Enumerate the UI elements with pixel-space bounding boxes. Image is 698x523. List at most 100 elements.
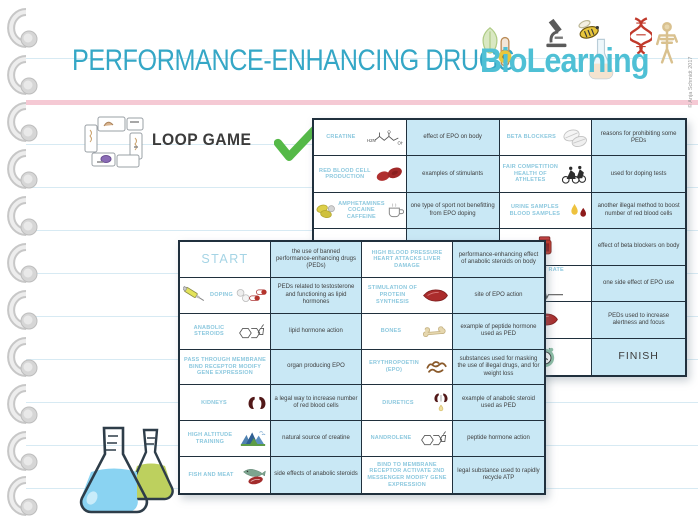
skeleton-icon [656,22,678,71]
question-cell: reasons for prohibiting some PEDs [592,120,685,157]
cell-text: one type of sport not benefitting from E… [410,203,495,217]
term-cell-anabolic-steroids: ANABOLIC STEROIDS [180,313,271,350]
cell-text: CREATINE [326,134,356,141]
question-cell: effect of EPO on body [406,120,500,157]
term-cell-stimulation-of-protein-synthes: STIMULATION OF PROTEIN SYNTHESIS [362,277,453,314]
term-cell-high-blood-pressure-heart-atta: HIGH BLOOD PRESSURE HEART ATTACKS LIVER … [362,242,453,278]
question-cell: PEDs used to increase alertness and focu… [592,302,685,339]
question-cell: substances used for masking the use of i… [453,349,544,386]
cell-text: peptide hormone action [467,435,530,442]
page-title: PERFORMANCE-ENHANCING DRUGS [72,44,515,77]
question-cell: lipid hormone action [271,313,362,350]
question-cell: peptide hormone action [453,421,544,458]
svg-text:H2N: H2N [367,138,376,143]
white-pills-icon [562,128,588,148]
question-cell: natural source of creatine [271,421,362,458]
cyclists-icon [560,165,588,184]
term-cell-pass-through-membrane-bind-rec: PASS THROUGH MEMBRANE BIND RECEPTOR MODI… [180,349,271,386]
question-cell: example of peptide hormone used as PED [453,313,544,350]
cell-text: side effects of anabolic steroids [274,471,358,478]
cell-text: effect of EPO on body [423,134,482,141]
cell-text: DOPING [210,291,233,298]
cell-text: PASS THROUGH MEMBRANE BIND RECEPTOR MODI… [183,357,267,377]
pills-capsules-icon [236,288,267,303]
cell-text: natural source of creatine [282,435,350,442]
flask-icon [586,38,616,85]
question-cell: the use of banned performance-enhancing … [271,242,362,278]
term-cell-nandrolene: NANDROLENE [362,421,453,458]
sample-drops-icon [569,203,588,219]
term-cell-beta-blockers: BETA BLOCKERS [499,120,593,157]
term-cell-high-altitude-training: HIGH ALTITUDE TRAINING [180,421,271,458]
question-cell: PEDs related to testosterone and functio… [271,277,362,314]
cell-text: example of anabolic steroid used as PED [461,395,536,409]
question-cell: used for doping tests [592,156,685,193]
question-cell: site of EPO action [453,277,544,314]
ruled-line [26,58,698,59]
cell-text: lipid hormone action [289,327,343,334]
logo-learning: Learning [526,42,650,80]
cell-text: used for doping tests [610,170,667,177]
cell-text: KIDNEYS [201,399,227,406]
loop-cards-icon [84,116,144,168]
cell-text: ANABOLIC STEROIDS [193,324,225,338]
cell-text: substances used for masking the use of i… [457,356,540,377]
mountains-icon [239,430,267,447]
syringe-icon [183,285,207,305]
cell-text: RED BLOOD CELL PRODUCTION [319,167,371,181]
spiral-binding-icon [0,0,48,523]
cell-text: one side effect of EPO use [602,279,675,286]
term-cell-creatine: CREATINE H2N OH O [314,120,407,157]
term-cell-amphetamines-cocaine-caffeine: AMPHETAMINES COCAINE CAFFEINE [314,192,407,230]
cell-text: HIGH BLOOD PRESSURE HEART ATTACKS LIVER … [371,249,443,269]
term-cell-doping: DOPING [180,277,271,314]
cell-text: BETA BLOCKERS [506,134,557,141]
logo-text: BioLearning [480,42,650,81]
cell-text: organ producing EPO [287,363,345,370]
cell-text: NANDROLENE [370,435,412,442]
term-cell-erythropoetin-epo: ERYTHROPOETIN (EPO) [362,349,453,386]
microscope-icon [544,16,570,55]
ruled-line-pink [26,100,698,105]
svg-text:O: O [387,130,391,134]
finish-cell-finish: FINISH [592,338,685,375]
cell-text: AMPHETAMINES COCAINE CAFFEINE [338,200,385,220]
term-cell-kidneys: KIDNEYS [180,385,271,422]
cell-text: another illegal method to boost number o… [597,203,680,217]
testtube-sunflower-icon [496,36,514,75]
cell-text: FAIR COMPETITION HEALTH OF ATHLETES [502,164,559,184]
bee-icon [574,20,602,45]
bone-icon [419,325,449,338]
kidneys-icon [247,395,267,411]
cell-text: URINE SAMPLES BLOOD SAMPLES [509,203,561,217]
diuretics-icon [433,392,449,414]
question-cell: legal substance used to rapidly recycle … [453,457,544,493]
cell-text: a legal way to increase number of red bl… [274,395,358,409]
cell-text: START [201,251,249,266]
cell-text: FISH AND MEAT [188,471,234,478]
question-cell: side effects of anabolic steroids [271,457,362,493]
question-cell: a legal way to increase number of red bl… [271,385,362,422]
term-cell-urine-samples-blood-samples: URINE SAMPLES BLOOD SAMPLES [499,192,593,230]
cell-text: STIMULATION OF PROTEIN SYNTHESIS [367,285,418,305]
question-cell: another illegal method to boost number o… [592,192,685,230]
lower-game-board: START the use of banned performance-enhan… [178,240,546,495]
red-blood-cells-icon [375,167,403,182]
question-cell: examples of stimulants [406,156,500,193]
term-cell-bones: BONES [362,313,453,350]
svg-text:OH: OH [397,140,402,145]
cell-text: effect of beta blockers on body [597,243,680,250]
loop-game-label: LOOP GAME [152,130,252,149]
question-cell: organ producing EPO [271,349,362,386]
cell-text: legal substance used to rapidly recycle … [457,467,540,482]
cell-text: example of peptide hormone used as PED [460,323,537,338]
biolearning-logo: BioLearning [480,12,692,102]
question-cell: effect of beta blockers on body [592,229,685,266]
term-cell-diuretics: DIURETICS [362,385,453,422]
question-cell: one side effect of EPO use [592,265,685,303]
green-checkmark-icon [274,120,322,161]
cell-text: DIURETICS [382,399,414,406]
question-cell: performance-enhancing effect of anabolic… [453,242,544,278]
steroid-molecule-icon [419,430,449,447]
